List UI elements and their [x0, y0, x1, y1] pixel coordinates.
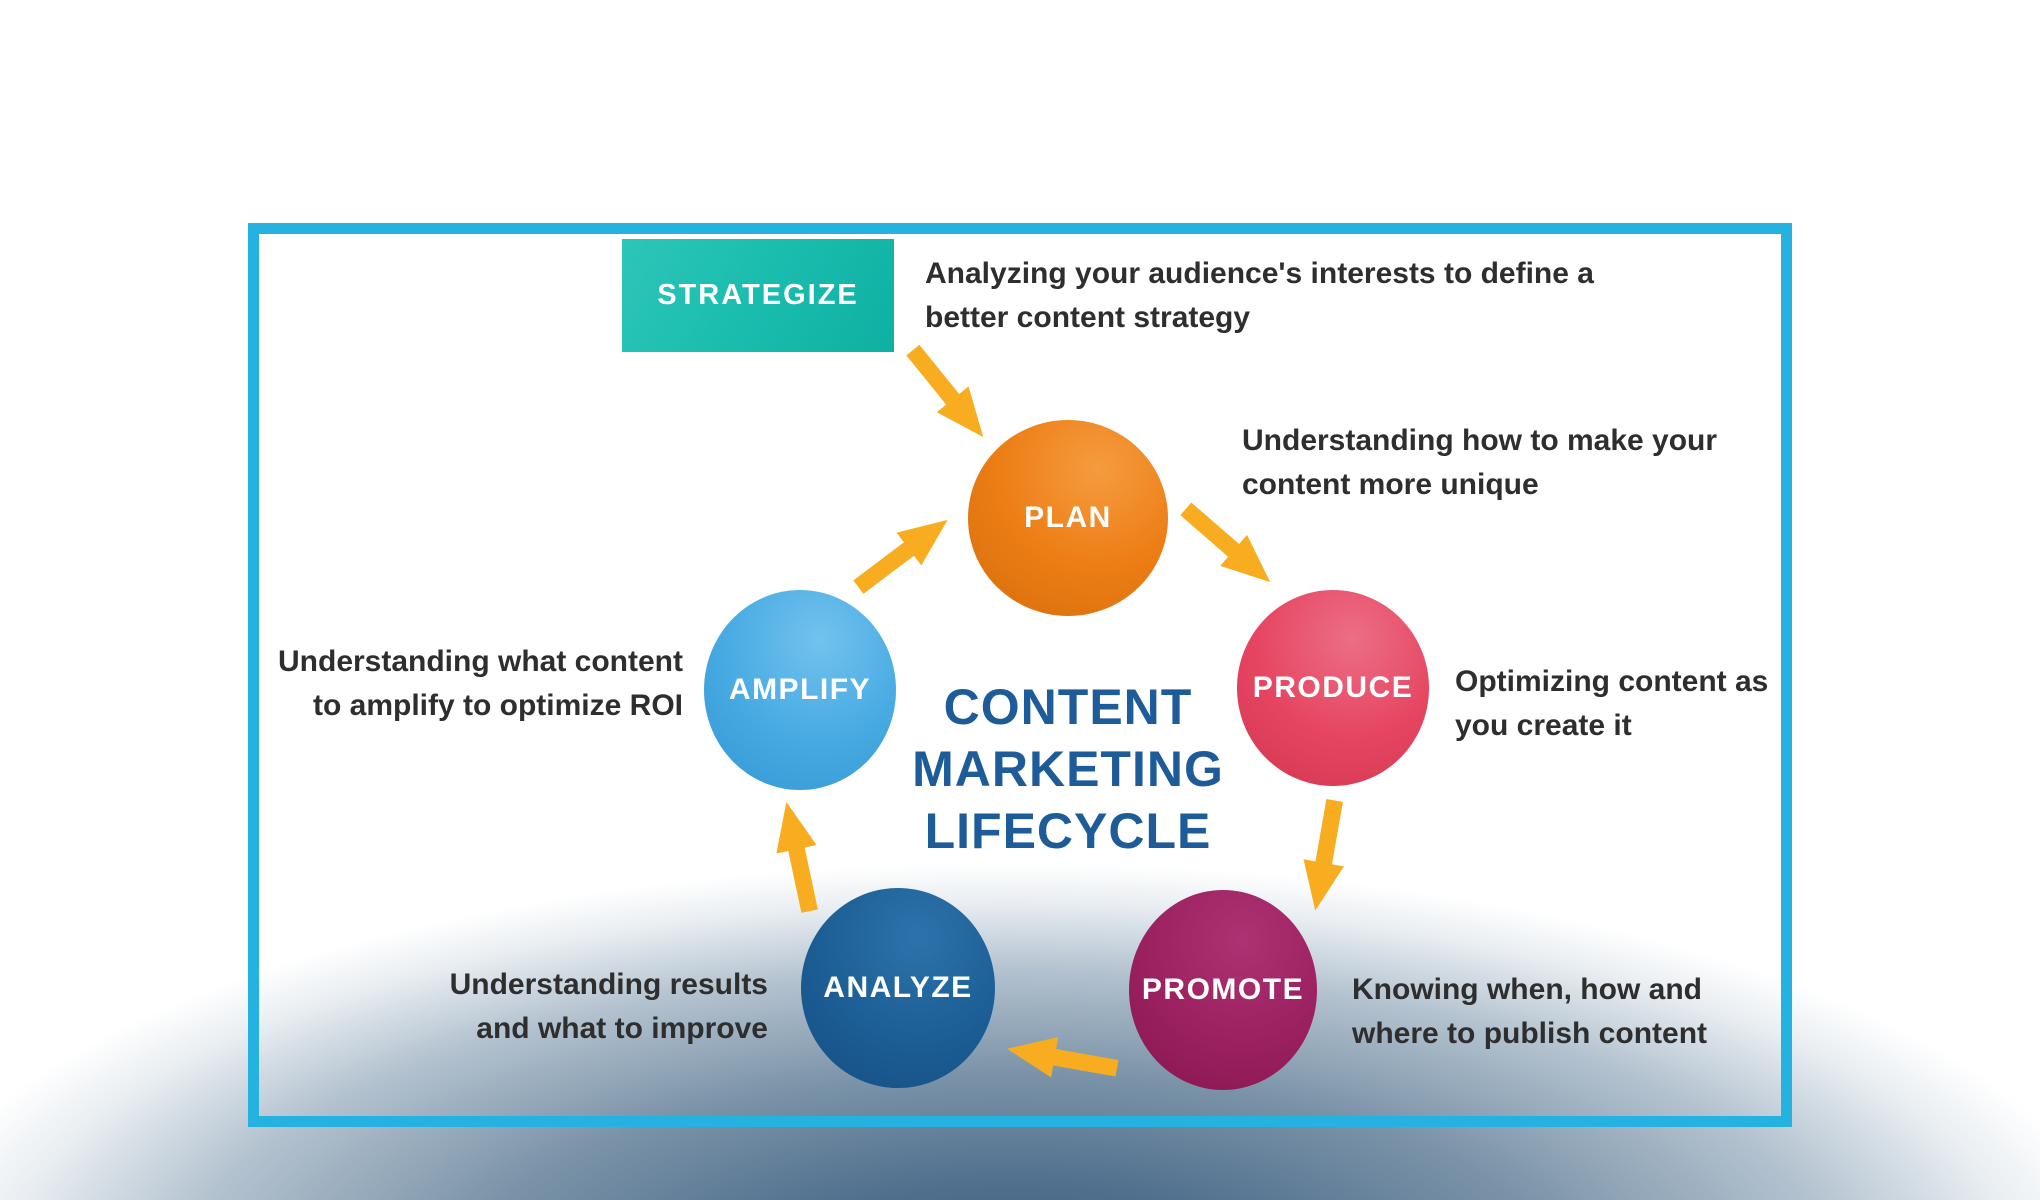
arrow-strategize-to-plan-icon [897, 337, 999, 450]
plan-label: PLAN [1024, 501, 1112, 534]
promote-description: Knowing when, how and where to publish c… [1352, 973, 1708, 1050]
plan-description: Understanding how to make your content m… [1242, 424, 1718, 501]
arrow-produce-to-promote-icon [1295, 797, 1355, 914]
amplify-label: AMPLIFY [728, 673, 872, 706]
produce-label: PRODUCE [1252, 671, 1414, 704]
strategize-box: STRATEGIZE [622, 239, 894, 352]
analyze-description: Understanding results and what to improv… [449, 968, 768, 1045]
arrow-analyze-to-amplify-icon [766, 797, 829, 915]
analyze-label: ANALYZE [823, 971, 973, 1004]
diagram-frame [248, 223, 1792, 1127]
diagram-title: CONTENT MARKETING LIFECYCLE [912, 679, 1224, 859]
node-analyze: ANALYZE [801, 888, 995, 1088]
produce-description: Optimizing content as you create it [1455, 665, 1769, 742]
arrow-amplify-to-plan-icon [846, 503, 960, 603]
arrow-promote-to-analyze-icon [1003, 1029, 1120, 1089]
node-plan: PLAN [968, 420, 1168, 616]
node-produce: PRODUCE [1237, 590, 1429, 786]
arrow-plan-to-produce-icon [1172, 493, 1283, 597]
node-promote: PROMOTE [1129, 890, 1317, 1090]
strategize-label: STRATEGIZE [657, 279, 859, 311]
strategize-description: Analyzing your audience's interests to d… [925, 257, 1594, 334]
promote-label: PROMOTE [1141, 973, 1305, 1006]
node-amplify: AMPLIFY [704, 590, 896, 790]
amplify-description: Understanding what content to amplify to… [278, 645, 683, 722]
